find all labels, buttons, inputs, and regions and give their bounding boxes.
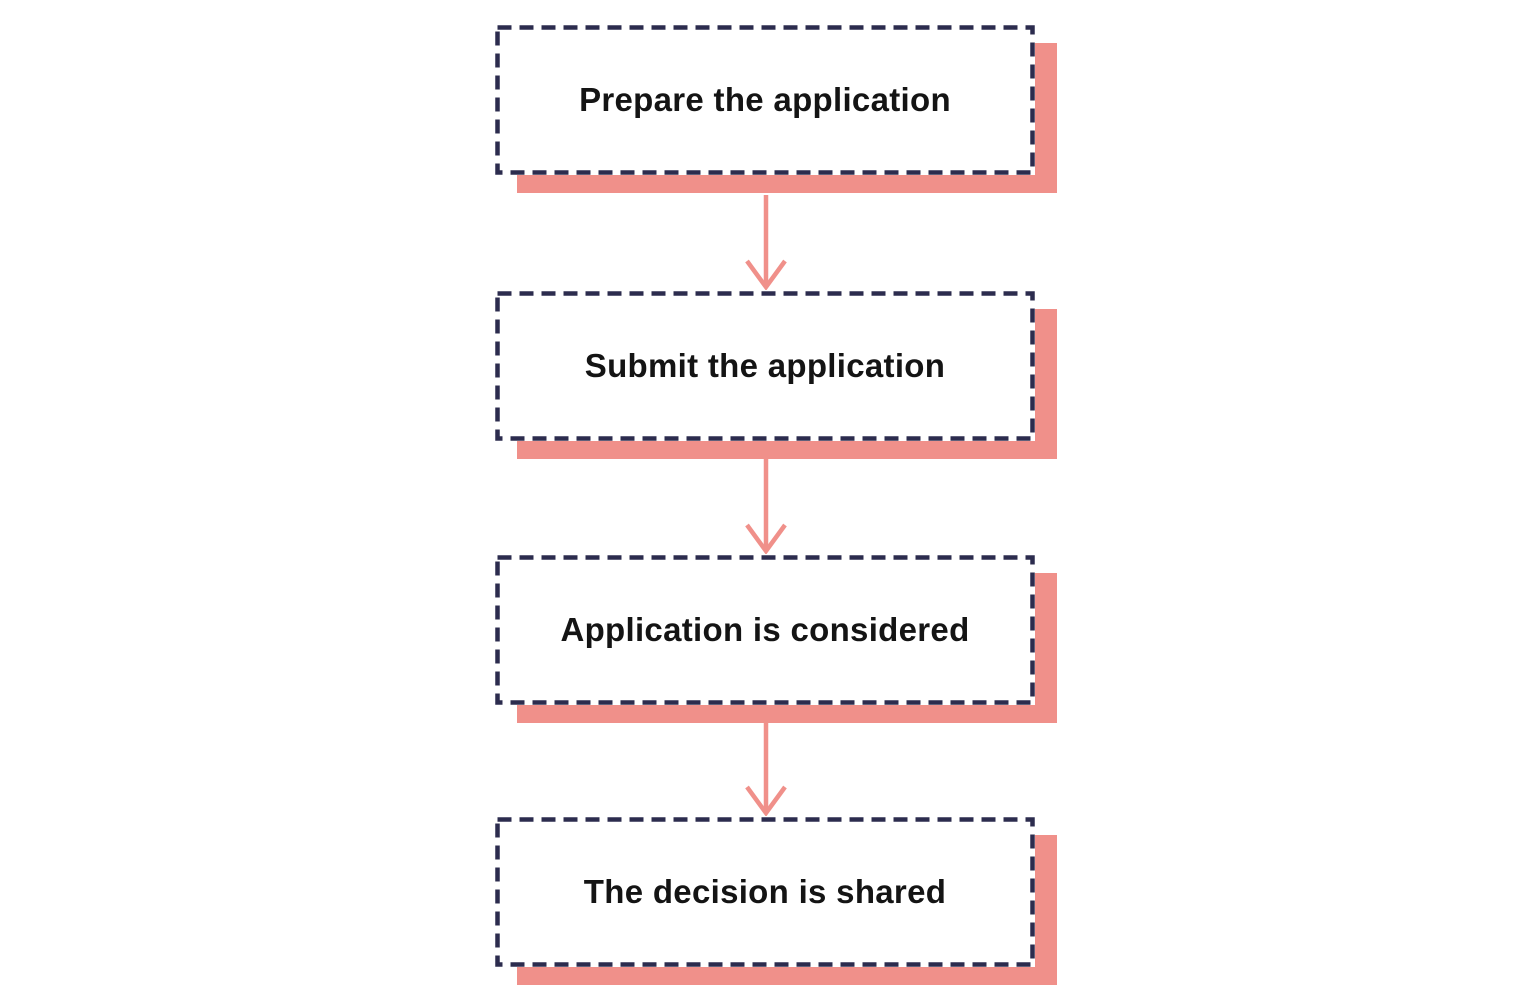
- step-label: Prepare the application: [579, 81, 951, 118]
- flow-step-prepare: Prepare the application: [495, 25, 1057, 193]
- step-box: The decision is shared: [495, 817, 1035, 967]
- flow-step-considered: Application is considered: [495, 555, 1057, 723]
- step-box: Submit the application: [495, 291, 1035, 441]
- arrow-down-icon: [745, 459, 787, 554]
- step-box: Application is considered: [495, 555, 1035, 705]
- arrow-down-icon: [745, 195, 787, 290]
- flow-step-submit: Submit the application: [495, 291, 1057, 459]
- step-label: The decision is shared: [583, 873, 947, 910]
- step-label: Application is considered: [560, 611, 970, 648]
- arrow-down-icon: [745, 721, 787, 816]
- flow-step-decision: The decision is shared: [495, 817, 1057, 985]
- step-box: Prepare the application: [495, 25, 1035, 175]
- step-label: Submit the application: [584, 347, 946, 384]
